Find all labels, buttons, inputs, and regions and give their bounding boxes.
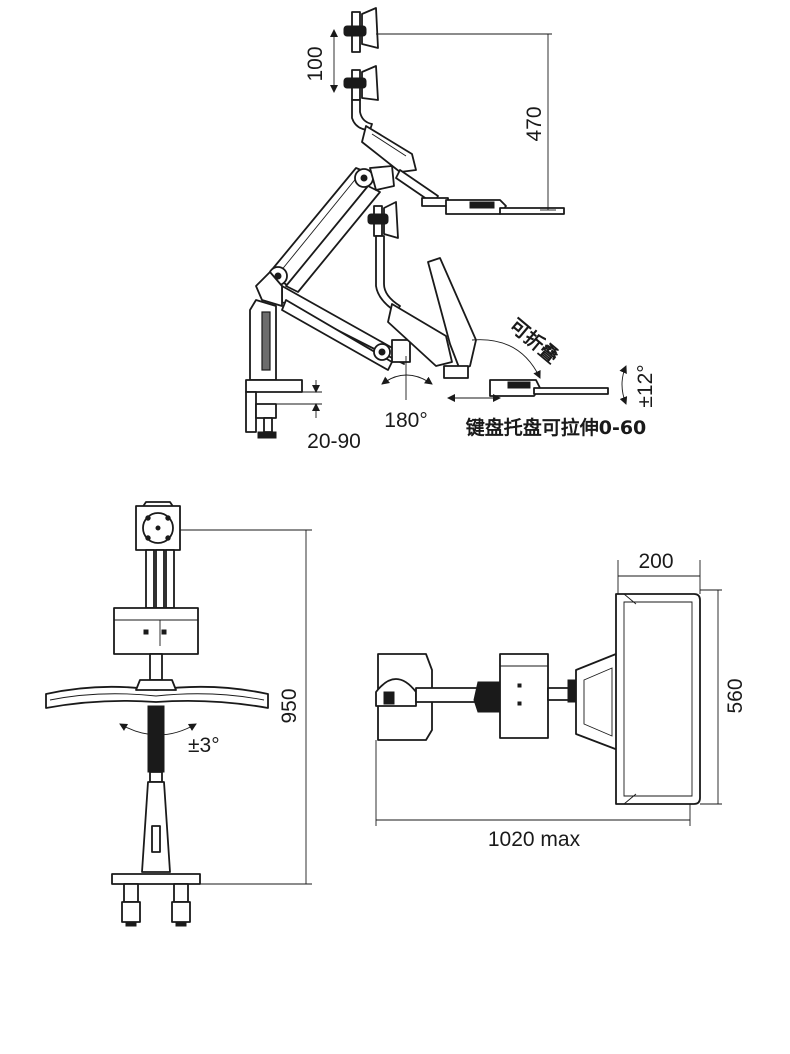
post-and-clamp xyxy=(245,271,303,439)
top-keyboard-tray xyxy=(575,593,701,805)
keyboard-tray-front xyxy=(45,679,269,709)
top-housing xyxy=(499,653,549,739)
lower-arm xyxy=(281,285,411,371)
monitor-head-upper xyxy=(343,7,379,131)
keyboard-platform-upper xyxy=(361,125,565,215)
rotation-label: 180° xyxy=(384,409,427,432)
reach-label: 1020 max xyxy=(488,828,581,851)
front-tilt-arc xyxy=(119,723,197,736)
top-monitor-mount xyxy=(375,653,433,741)
clamp-range-label: 20-90 xyxy=(307,430,361,453)
fold-label: 可折叠 xyxy=(505,315,563,369)
top-view: 200 560 1020 max xyxy=(375,550,747,851)
tray-width-label: 560 xyxy=(724,678,747,713)
front-clamps xyxy=(121,883,191,927)
tilt-arc xyxy=(619,365,628,405)
keyboard-platform-lower xyxy=(387,257,609,397)
height-range-label: 470 xyxy=(523,106,546,141)
rotation-arc xyxy=(381,374,433,385)
front-tilt-label: ±3° xyxy=(188,734,220,757)
front-view: ±3° 950 xyxy=(45,501,312,927)
monitor-head-lower xyxy=(367,201,401,313)
tray-depth-label: 200 xyxy=(638,550,673,573)
arm-housing xyxy=(113,607,199,655)
tilt-range-label: ±12° xyxy=(634,364,657,407)
vesa-head xyxy=(135,501,181,551)
fold-arc xyxy=(471,339,541,379)
side-view: 100 470 可折叠 ±12° 180° 20-90 键盘托盘可拉伸0-60 xyxy=(245,7,657,453)
front-height-label: 950 xyxy=(278,688,301,723)
keyboard-tray-note: 键盘托盘可拉伸0-60 xyxy=(465,416,647,439)
lift-range-label: 100 xyxy=(304,46,327,81)
